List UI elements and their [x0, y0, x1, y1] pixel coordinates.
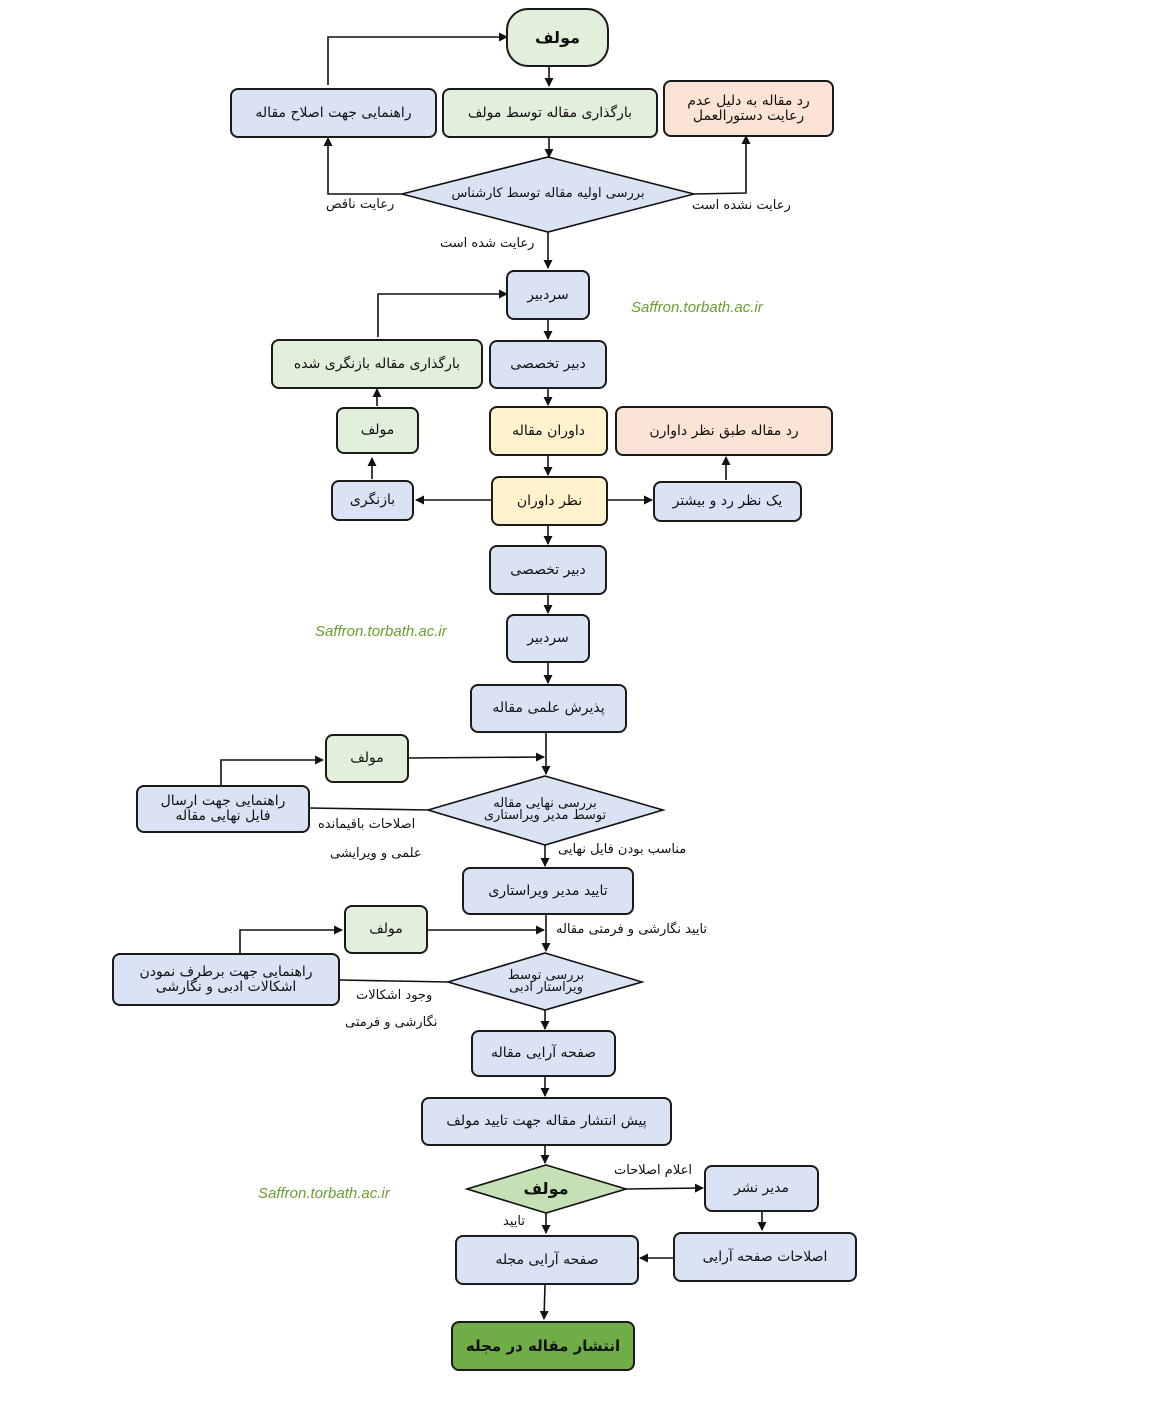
- arrow: [625, 1183, 704, 1193]
- author-start-node: مولف: [506, 8, 609, 67]
- edge-label-format-approval: تایید نگارشی و فرمتی مقاله: [556, 922, 708, 937]
- scientific-acceptance-node: پذیرش علمی مقاله: [470, 684, 627, 733]
- edge-label-partial: رعایت ناقص: [326, 197, 395, 212]
- edge-label-format-issues-2: نگارشی و فرمتی: [345, 1015, 438, 1030]
- reject-reviewers-node: رد مقاله طبق نظر داوارن: [615, 406, 833, 456]
- arrow: [693, 135, 751, 195]
- arrow: [377, 289, 508, 337]
- journal-layout-node: صفحه آرایی مجله: [455, 1235, 639, 1285]
- edge-label-final-file-ok: مناسب بودن فایل نهایی: [558, 842, 687, 857]
- watermark-text: Saffron.torbath.ac.ir: [258, 1185, 390, 1202]
- chief-editor-2-node: سردبیر: [506, 614, 590, 663]
- author-decision-label: مولف: [523, 1179, 569, 1198]
- arrow: [309, 807, 429, 811]
- edge-label-not-observed: رعایت نشده است: [692, 198, 791, 213]
- arrow: [220, 755, 324, 785]
- arrow: [323, 137, 402, 195]
- watermark-text: Saffron.torbath.ac.ir: [631, 299, 763, 316]
- layout-fixes-node: اصلاحات صفحه آرایی: [673, 1232, 857, 1282]
- upload-article-node: بارگذاری مقاله توسط مولف: [442, 88, 658, 138]
- author-final-node: مولف: [325, 734, 409, 783]
- one-reject-node: یک نظر رد و بیشتر: [653, 481, 802, 522]
- edge-label-remaining-fixes: اصلاحات باقیمانده: [318, 817, 416, 832]
- reject-policy-node: رد مقاله به دلیل عدم رعایت دستورالعمل: [663, 80, 834, 137]
- watermark-text: Saffron.torbath.ac.ir: [315, 623, 447, 640]
- edit-manager-approval-node: تایید مدیر ویراستاری: [462, 867, 634, 915]
- layout-article-node: صفحه آرایی مقاله: [471, 1030, 616, 1077]
- reviewers-opinion-node: نظر داوران: [491, 476, 608, 526]
- edge-label-approve: تایید: [503, 1214, 525, 1229]
- edge-label-remaining-fixes-2: علمی و ویرایشی: [330, 846, 422, 861]
- literary-review-label: بررسی توسط ویراستار ادبی: [507, 968, 585, 995]
- chief-editor-node: سردبیر: [506, 270, 590, 320]
- guide-fix-node: راهنمایی جهت اصلاح مقاله: [230, 88, 437, 138]
- section-editor-node: دبیر تخصصی: [489, 340, 607, 389]
- edge-label-format-issues: وجود اشکالات: [356, 988, 433, 1003]
- guide-final-file-node: راهنمایی جهت ارسال فایل نهایی مقاله: [136, 785, 310, 833]
- edge-label-announce-fixes: اعلام اصلاحات: [614, 1163, 692, 1178]
- revision-node: بازنگری: [331, 480, 414, 521]
- arrow: [327, 32, 508, 85]
- author-literary-node: مولف: [344, 905, 428, 954]
- initial-review-label: بررسی اولیه مقاله توسط کارشناس: [451, 186, 645, 201]
- reviewers-node: داوران مقاله: [489, 406, 608, 456]
- edge-label-observed: رعایت شده است: [440, 236, 535, 251]
- arrow: [339, 979, 449, 983]
- guide-literary-node: راهنمایی جهت برطرف نمودن اشکالات ادبی و …: [112, 953, 340, 1006]
- author-revision-node: مولف: [336, 407, 419, 454]
- final-review-label: بررسی نهایی مقاله توسط مدیر ویراستاری: [483, 796, 607, 823]
- publish-node: انتشار مقاله در مجله: [451, 1321, 635, 1371]
- arrow: [539, 1284, 549, 1320]
- section-editor-2-node: دبیر تخصصی: [489, 545, 607, 595]
- arrow: [239, 925, 343, 953]
- arrow: [408, 752, 545, 762]
- upload-revised-node: بارگذاری مقاله بازنگری شده: [271, 339, 483, 389]
- pre-publish-node: پیش انتشار مقاله جهت تایید مولف: [421, 1097, 672, 1146]
- publish-manager-node: مدیر نشر: [704, 1165, 819, 1212]
